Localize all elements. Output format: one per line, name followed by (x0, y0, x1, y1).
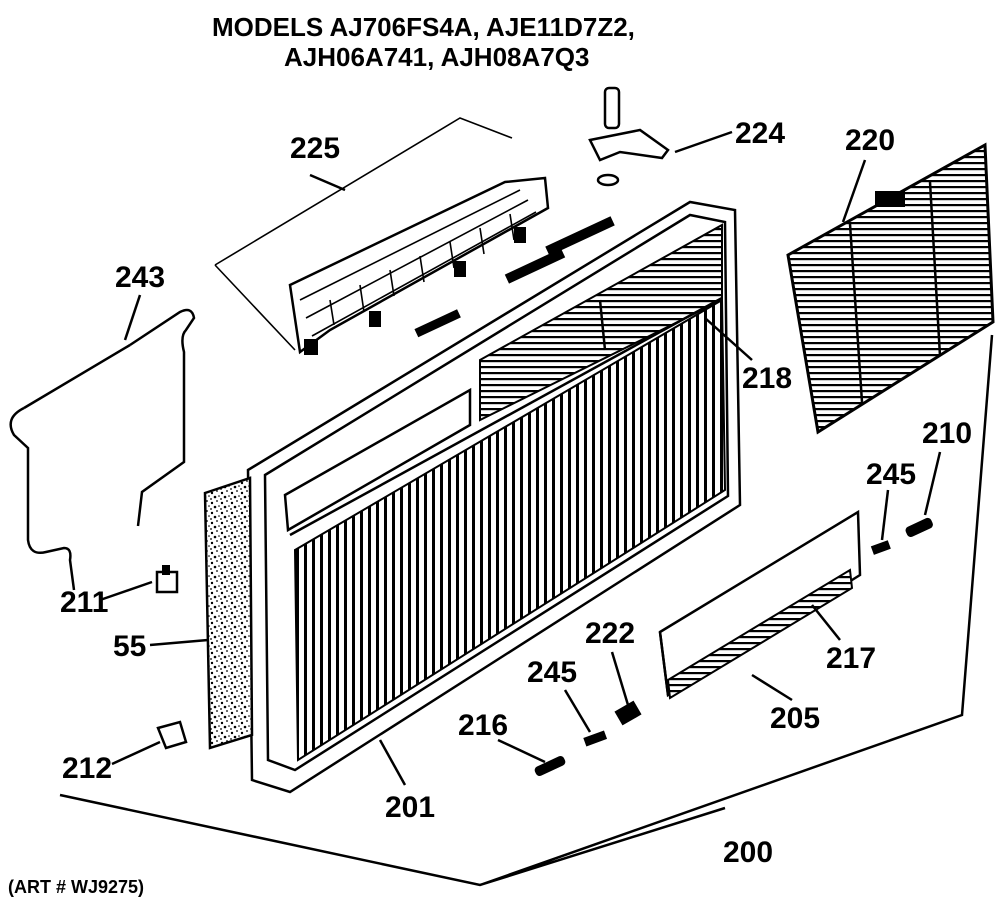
fastener-222 (614, 700, 642, 726)
leader-201 (378, 739, 407, 786)
assembly-bracket-200 (59, 334, 994, 887)
slider-part-a (504, 248, 566, 284)
callout-201: 201 (385, 791, 435, 824)
callout-211: 211 (60, 586, 108, 619)
callout-216: 216 (458, 709, 508, 742)
leader-55 (149, 638, 209, 647)
front-grille-201 (246, 200, 742, 794)
leader-245b (563, 689, 592, 733)
leader-216 (497, 738, 546, 764)
callout-245-lower: 245 (527, 656, 577, 689)
leader-210 (923, 451, 942, 516)
fastener-210 (905, 517, 933, 538)
leader-220 (841, 159, 867, 223)
callout-222: 222 (585, 617, 635, 650)
art-number: (ART # WJ9275) (8, 877, 144, 897)
louver-outline-225 (214, 117, 513, 351)
louver-assembly-225 (288, 176, 550, 355)
callout-55: 55 (113, 630, 146, 663)
leader-222 (610, 651, 630, 706)
callout-218: 218 (742, 362, 792, 395)
leader-217 (811, 604, 841, 641)
damper-pin-224 (588, 86, 670, 187)
fastener-245-upper (870, 540, 891, 555)
slider-part-c (414, 309, 461, 338)
leader-205 (751, 673, 793, 702)
foam-gasket-55 (203, 476, 254, 750)
leader-212 (111, 740, 161, 766)
leader-225 (309, 173, 346, 192)
callout-212: 212 (62, 752, 112, 785)
screw-216 (534, 756, 566, 776)
leader-218 (704, 317, 753, 361)
leader-243 (123, 294, 142, 341)
models-header-line2: AJH06A741, AJH08A7Q3 (284, 42, 589, 72)
leader-224 (674, 130, 733, 154)
clip-211 (155, 565, 179, 594)
callout-205: 205 (770, 702, 820, 735)
callout-225: 225 (290, 132, 340, 165)
callout-245-upper: 245 (866, 458, 916, 491)
filter-220 (786, 142, 995, 435)
models-header-line1: MODELS AJ706FS4A, AJE11D7Z2, (212, 12, 635, 42)
callout-200: 200 (723, 836, 773, 869)
leader-211 (99, 580, 153, 602)
callout-224: 224 (735, 117, 785, 150)
bottom-rail-205-217 (658, 509, 862, 700)
callout-220: 220 (845, 124, 895, 157)
slider-part-b (545, 216, 615, 256)
wire-bracket-243-rail (23, 343, 131, 410)
fastener-245-lower (583, 730, 608, 747)
callout-210: 210 (922, 417, 972, 450)
clip-212 (156, 720, 188, 750)
leader-245a (880, 489, 890, 541)
callout-217: 217 (826, 642, 876, 675)
wire-bracket-243 (9, 308, 196, 591)
callout-243: 243 (115, 261, 165, 294)
